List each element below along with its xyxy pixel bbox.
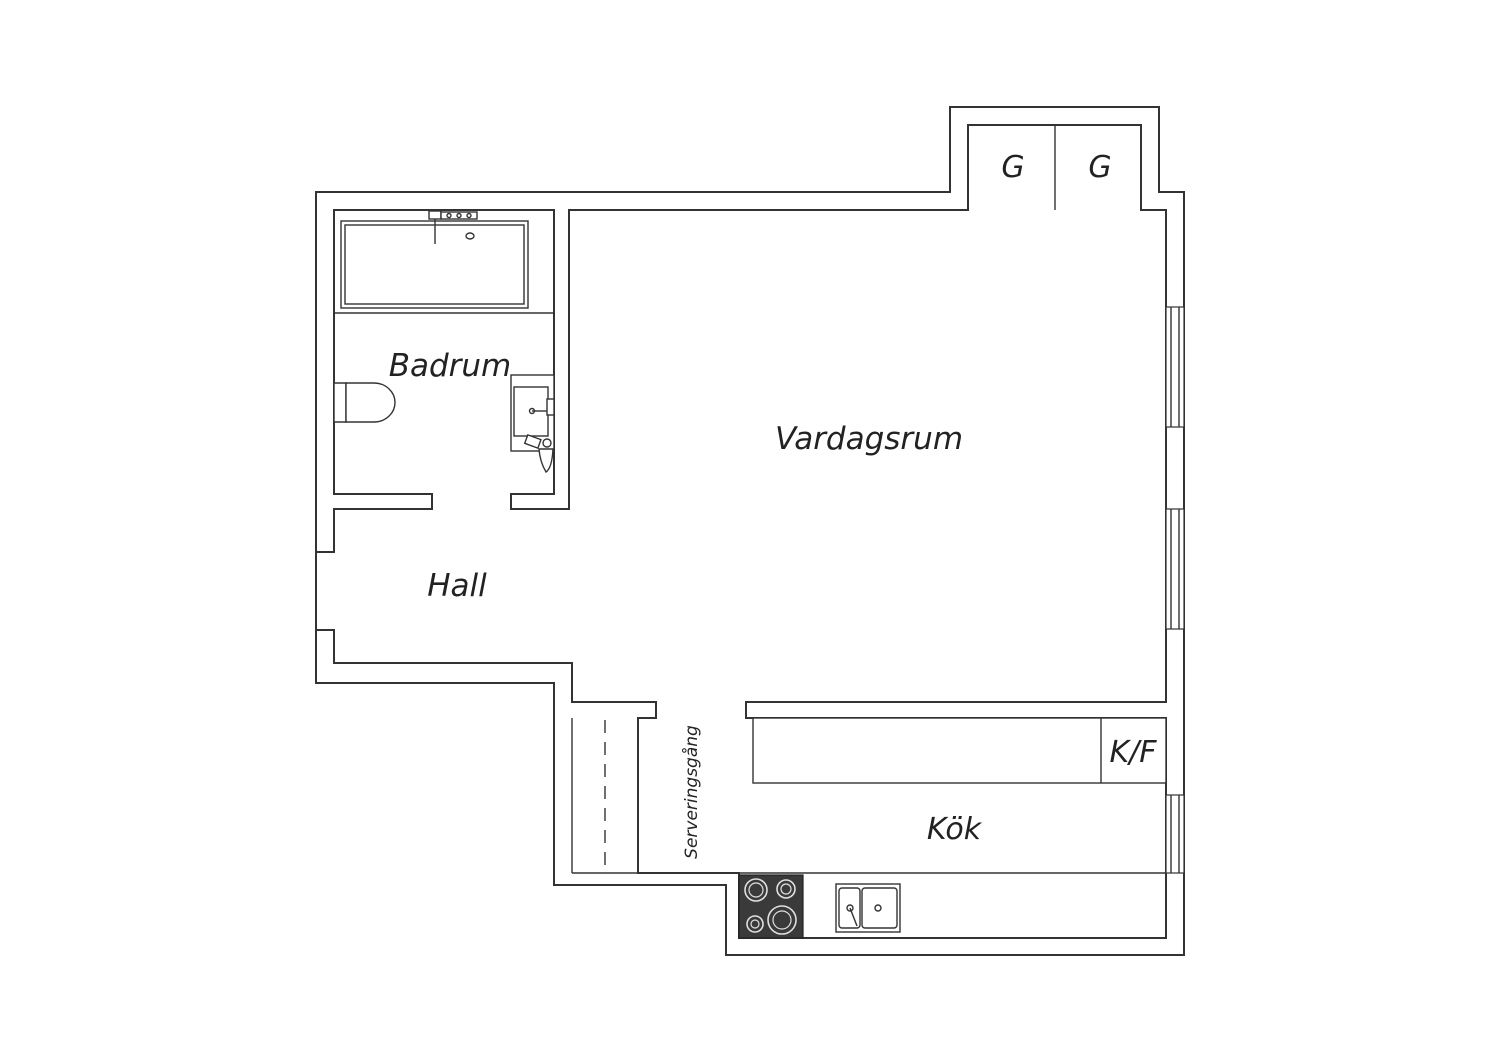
window-living-upper	[1165, 306, 1185, 428]
stove	[738, 874, 804, 939]
kitchen-counter-upper	[752, 717, 1167, 784]
window-living-lower	[1165, 508, 1185, 630]
washbasin	[510, 374, 555, 473]
outer-wall	[315, 106, 1185, 956]
kitchen-sink	[835, 883, 901, 933]
toilet	[333, 382, 396, 423]
serving-passage-cabinet	[571, 718, 638, 874]
room-label-badrum: Badrum	[389, 348, 512, 384]
room-label-vardagsrum: Vardagsrum	[775, 421, 963, 457]
wardrobe-label-2: G	[1088, 150, 1111, 185]
wardrobe-label-1: G	[1001, 150, 1024, 185]
window-kitchen	[1165, 794, 1185, 874]
room-label-serveringsgang: Serveringsgång	[681, 725, 702, 859]
room-label-hall: Hall	[427, 568, 487, 604]
bathtub	[340, 210, 529, 309]
fridge-freezer-label: K/F	[1109, 735, 1157, 770]
room-label-kok: Kök	[927, 812, 983, 847]
